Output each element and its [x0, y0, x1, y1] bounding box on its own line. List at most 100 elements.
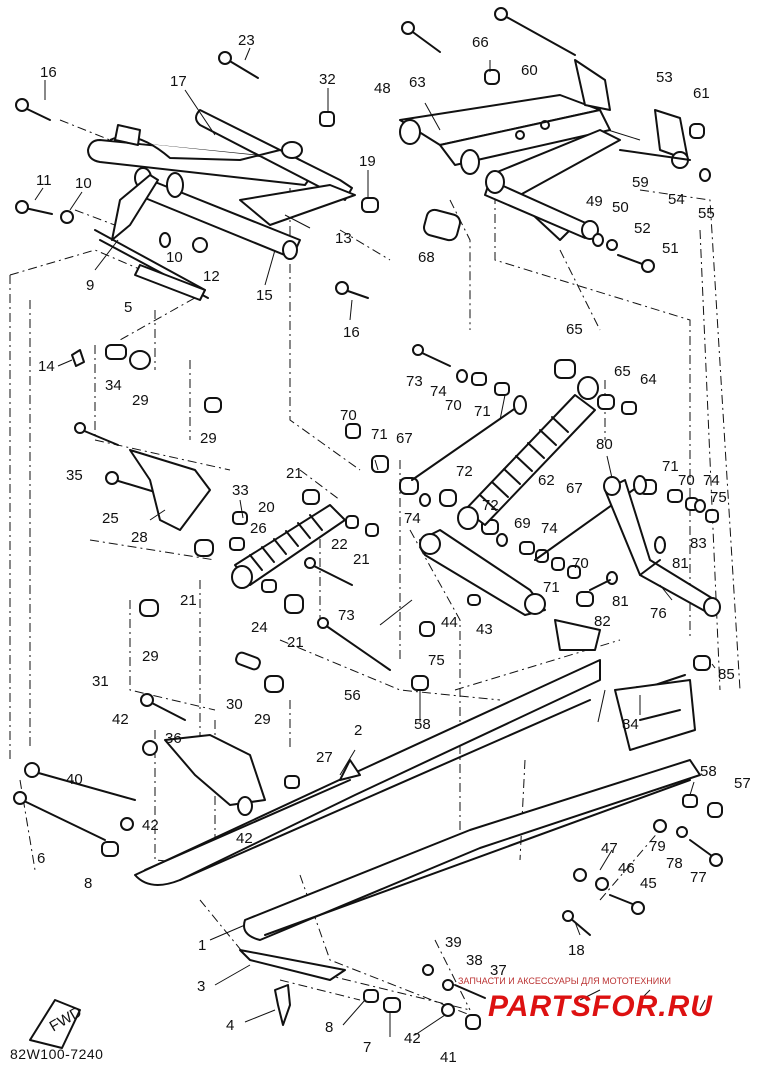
callout-54: 54 [668, 191, 685, 208]
callout-46: 46 [618, 860, 635, 877]
callout-21: 21 [287, 634, 304, 651]
callout-26: 26 [250, 520, 267, 537]
callout-17: 17 [170, 73, 187, 90]
fwd-direction-arrow: FWD [29, 999, 85, 1049]
callout-40: 40 [66, 771, 83, 788]
watermark-logo: PARTSFOR.RU [488, 990, 713, 1023]
callout-21: 21 [353, 551, 370, 568]
callout-79: 79 [649, 838, 666, 855]
callout-62: 62 [538, 472, 555, 489]
callout-83: 83 [690, 535, 707, 552]
callout-34: 34 [105, 377, 122, 394]
callout-39: 39 [445, 934, 462, 951]
callout-7: 7 [363, 1039, 371, 1056]
callout-64: 64 [640, 371, 657, 388]
callout-67: 67 [566, 480, 583, 497]
callout-4: 4 [226, 1017, 234, 1034]
rear-pivot-arm [603, 476, 721, 617]
callout-70: 70 [572, 555, 589, 572]
callout-16: 16 [343, 324, 360, 341]
watermark-caption: ЗАПЧАСТИ И АКСЕССУАРЫ ДЛЯ МОТОТЕХНИКИ [458, 976, 671, 986]
hardware-parts [13, 7, 723, 1030]
callout-18: 18 [568, 942, 585, 959]
callout-48: 48 [374, 80, 391, 97]
front-arm-assembly [87, 109, 356, 301]
callout-14: 14 [38, 358, 55, 375]
callout-36: 36 [165, 730, 182, 747]
callout-30: 30 [226, 696, 243, 713]
callout-3: 3 [197, 978, 205, 995]
callout-9: 9 [86, 277, 94, 294]
callout-65: 65 [566, 321, 583, 338]
callout-25: 25 [102, 510, 119, 527]
callout-16: 16 [40, 64, 57, 81]
rear-shock-absorber [457, 376, 599, 530]
callout-76: 76 [650, 605, 667, 622]
callout-75: 75 [710, 489, 727, 506]
callout-61: 61 [693, 85, 710, 102]
callout-85: 85 [718, 666, 735, 683]
callout-71: 71 [662, 458, 679, 475]
callout-47: 47 [601, 840, 618, 857]
callout-73: 73 [338, 607, 355, 624]
callout-44: 44 [441, 614, 458, 631]
callout-74: 74 [430, 383, 447, 400]
callout-78: 78 [666, 855, 683, 872]
callout-53: 53 [656, 69, 673, 86]
callout-60: 60 [521, 62, 538, 79]
callout-70: 70 [678, 472, 695, 489]
callout-71: 71 [474, 403, 491, 420]
callout-37: 37 [490, 962, 507, 979]
callout-35: 35 [66, 467, 83, 484]
callout-21: 21 [180, 592, 197, 609]
callout-29: 29 [142, 648, 159, 665]
callout-33: 33 [232, 482, 249, 499]
callout-56: 56 [344, 687, 361, 704]
callout-6: 6 [37, 850, 45, 867]
callout-58: 58 [414, 716, 431, 733]
callout-11: 11 [36, 172, 52, 189]
callout-15: 15 [256, 287, 273, 304]
callout-31: 31 [92, 673, 109, 690]
callout-67: 67 [396, 430, 413, 447]
callout-74: 74 [541, 520, 558, 537]
callout-57: 57 [734, 775, 751, 792]
callout-42: 42 [404, 1030, 421, 1047]
callout-5: 5 [124, 299, 132, 316]
callout-1: 1 [198, 937, 206, 954]
callout-labels: 16 23 17 32 11 10 10 12 9 5 13 15 19 16 … [36, 32, 751, 1066]
callout-43: 43 [476, 621, 493, 638]
callout-8: 8 [325, 1019, 333, 1036]
callout-28: 28 [131, 529, 148, 546]
callout-10: 10 [75, 175, 92, 192]
callout-41: 41 [440, 1049, 457, 1066]
callout-19: 19 [359, 153, 376, 170]
callout-29: 29 [254, 711, 271, 728]
callout-42: 42 [142, 817, 159, 834]
callout-22: 22 [331, 536, 348, 553]
callout-70: 70 [340, 407, 357, 424]
callout-49: 49 [586, 193, 603, 210]
callout-42: 42 [112, 711, 129, 728]
callout-58: 58 [700, 763, 717, 780]
callout-51: 51 [662, 240, 679, 257]
callout-63: 63 [409, 74, 426, 91]
rear-arm-assembly [399, 59, 691, 241]
callout-81: 81 [612, 593, 629, 610]
callout-59: 59 [632, 174, 649, 191]
callout-72: 72 [482, 497, 499, 514]
callout-52: 52 [634, 220, 651, 237]
callout-71: 71 [543, 579, 560, 596]
callout-38: 38 [466, 952, 483, 969]
callout-20: 20 [258, 499, 275, 516]
callout-74: 74 [404, 510, 421, 527]
callout-24: 24 [251, 619, 268, 636]
callout-2: 2 [354, 722, 362, 739]
callout-50: 50 [612, 199, 629, 216]
front-shock-absorber [231, 504, 346, 589]
diagram-code: 82W100-7240 [10, 1046, 104, 1062]
leader-lines [34, 47, 716, 1037]
callout-71: 71 [371, 426, 388, 443]
